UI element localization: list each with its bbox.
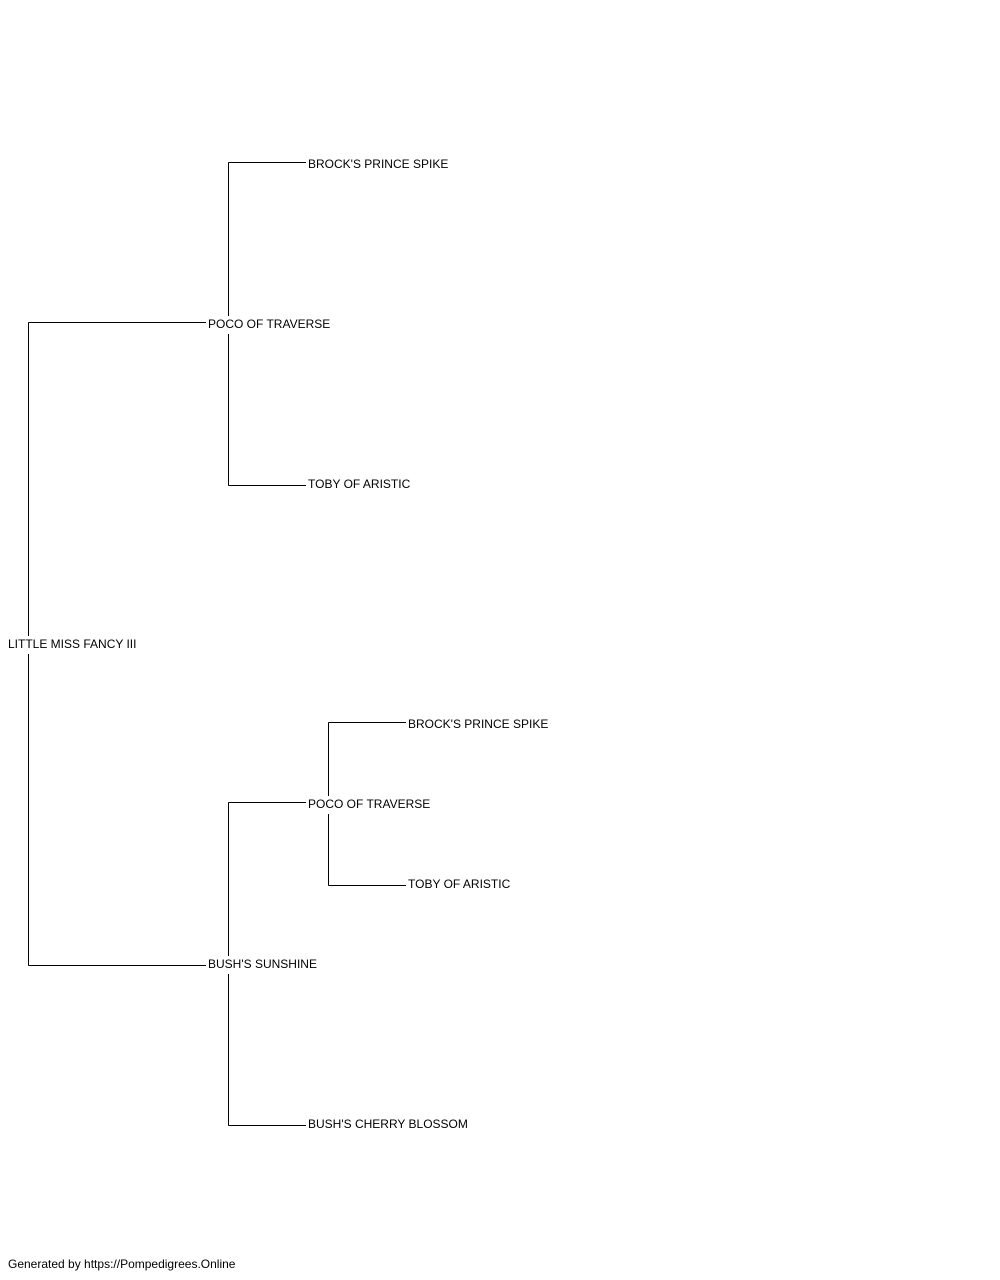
node-dam-sire: POCO OF TRAVERSE xyxy=(308,797,433,811)
node-dam-sire-dam: TOBY OF ARISTIC xyxy=(408,877,513,891)
node-subject: LITTLE MISS FANCY III xyxy=(8,637,139,651)
node-dam-dam: BUSH'S CHERRY BLOSSOM xyxy=(308,1117,470,1131)
footer-credit: Generated by https://Pompedigrees.Online xyxy=(8,1257,236,1271)
node-dam-sire-sire: BROCK'S PRINCE SPIKE xyxy=(408,717,551,731)
node-sire-sire: BROCK'S PRINCE SPIKE xyxy=(308,157,451,171)
node-sire-dam: TOBY OF ARISTIC xyxy=(308,477,413,491)
node-sire: POCO OF TRAVERSE xyxy=(208,317,333,331)
node-dam: BUSH'S SUNSHINE xyxy=(208,957,319,971)
